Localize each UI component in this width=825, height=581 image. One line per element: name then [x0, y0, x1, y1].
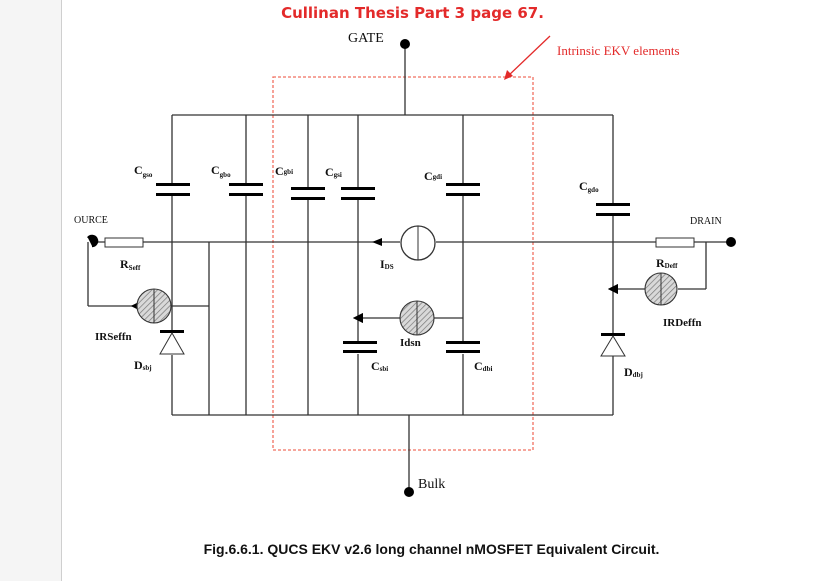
label-ids: IDS — [380, 257, 394, 271]
label-cgso: Cgso — [134, 163, 153, 179]
noise-source-irdeffn — [644, 272, 678, 306]
capacitor-csbi — [343, 341, 377, 353]
bulk-label: Bulk — [418, 477, 445, 492]
capacitor-cgso — [156, 183, 190, 196]
intrinsic-region-box — [272, 76, 534, 451]
capacitor-cgsi — [341, 187, 375, 200]
resistor-rdeff — [655, 237, 695, 248]
label-cgdi: Cgdi — [424, 169, 442, 183]
label-csbi: Csbi — [371, 359, 388, 373]
diode-ddbj — [600, 333, 626, 357]
capacitor-cgbi — [291, 187, 325, 200]
noise-source-irseffn — [136, 288, 172, 324]
ids-arrow — [372, 238, 382, 246]
bulk-terminal — [404, 487, 414, 497]
label-cgbi: Cgbi — [275, 164, 293, 178]
capacitor-cgdo — [596, 203, 630, 216]
annotation-arrow — [504, 35, 551, 80]
label-dsbj: Dsbj — [134, 358, 152, 372]
label-idsn: Idsn — [400, 337, 421, 349]
label-ddbj: Ddbj — [624, 365, 643, 379]
page-title: Cullinan Thesis Part 3 page 67. — [281, 4, 544, 22]
drain-label: DRAIN — [690, 216, 722, 227]
label-cgbo: Cgbo — [211, 163, 231, 179]
gate-label: GATE — [348, 31, 384, 46]
label-irdeffn: IRDeffn — [663, 317, 702, 329]
current-source-ids — [400, 225, 436, 261]
annotation-label: Intrinsic EKV elements — [557, 43, 680, 58]
gate-terminal — [400, 39, 410, 49]
noise-source-idsn — [399, 300, 435, 336]
drain-terminal — [726, 237, 736, 247]
label-irseffn: IRSeffn — [95, 331, 132, 343]
viewer-side-panel — [0, 0, 62, 581]
capacitor-cdbi — [446, 341, 480, 353]
label-cgdo: Cgdo — [579, 179, 599, 194]
label-cgsi: Cgsi — [325, 165, 342, 179]
diode-dsbj — [159, 330, 185, 355]
resistor-rseff — [104, 237, 144, 248]
source-terminal — [87, 234, 99, 248]
capacitor-cgdi — [446, 183, 480, 196]
figure-caption: Fig.6.6.1. QUCS EKV v2.6 long channel nM… — [203, 541, 660, 557]
capacitor-cgbo — [229, 183, 263, 196]
source-label: OURCE — [74, 215, 108, 226]
label-rseff: RSeff — [120, 257, 141, 272]
label-cdbi: Cdbi — [474, 359, 492, 373]
label-rdeff: RDeff — [656, 256, 678, 270]
